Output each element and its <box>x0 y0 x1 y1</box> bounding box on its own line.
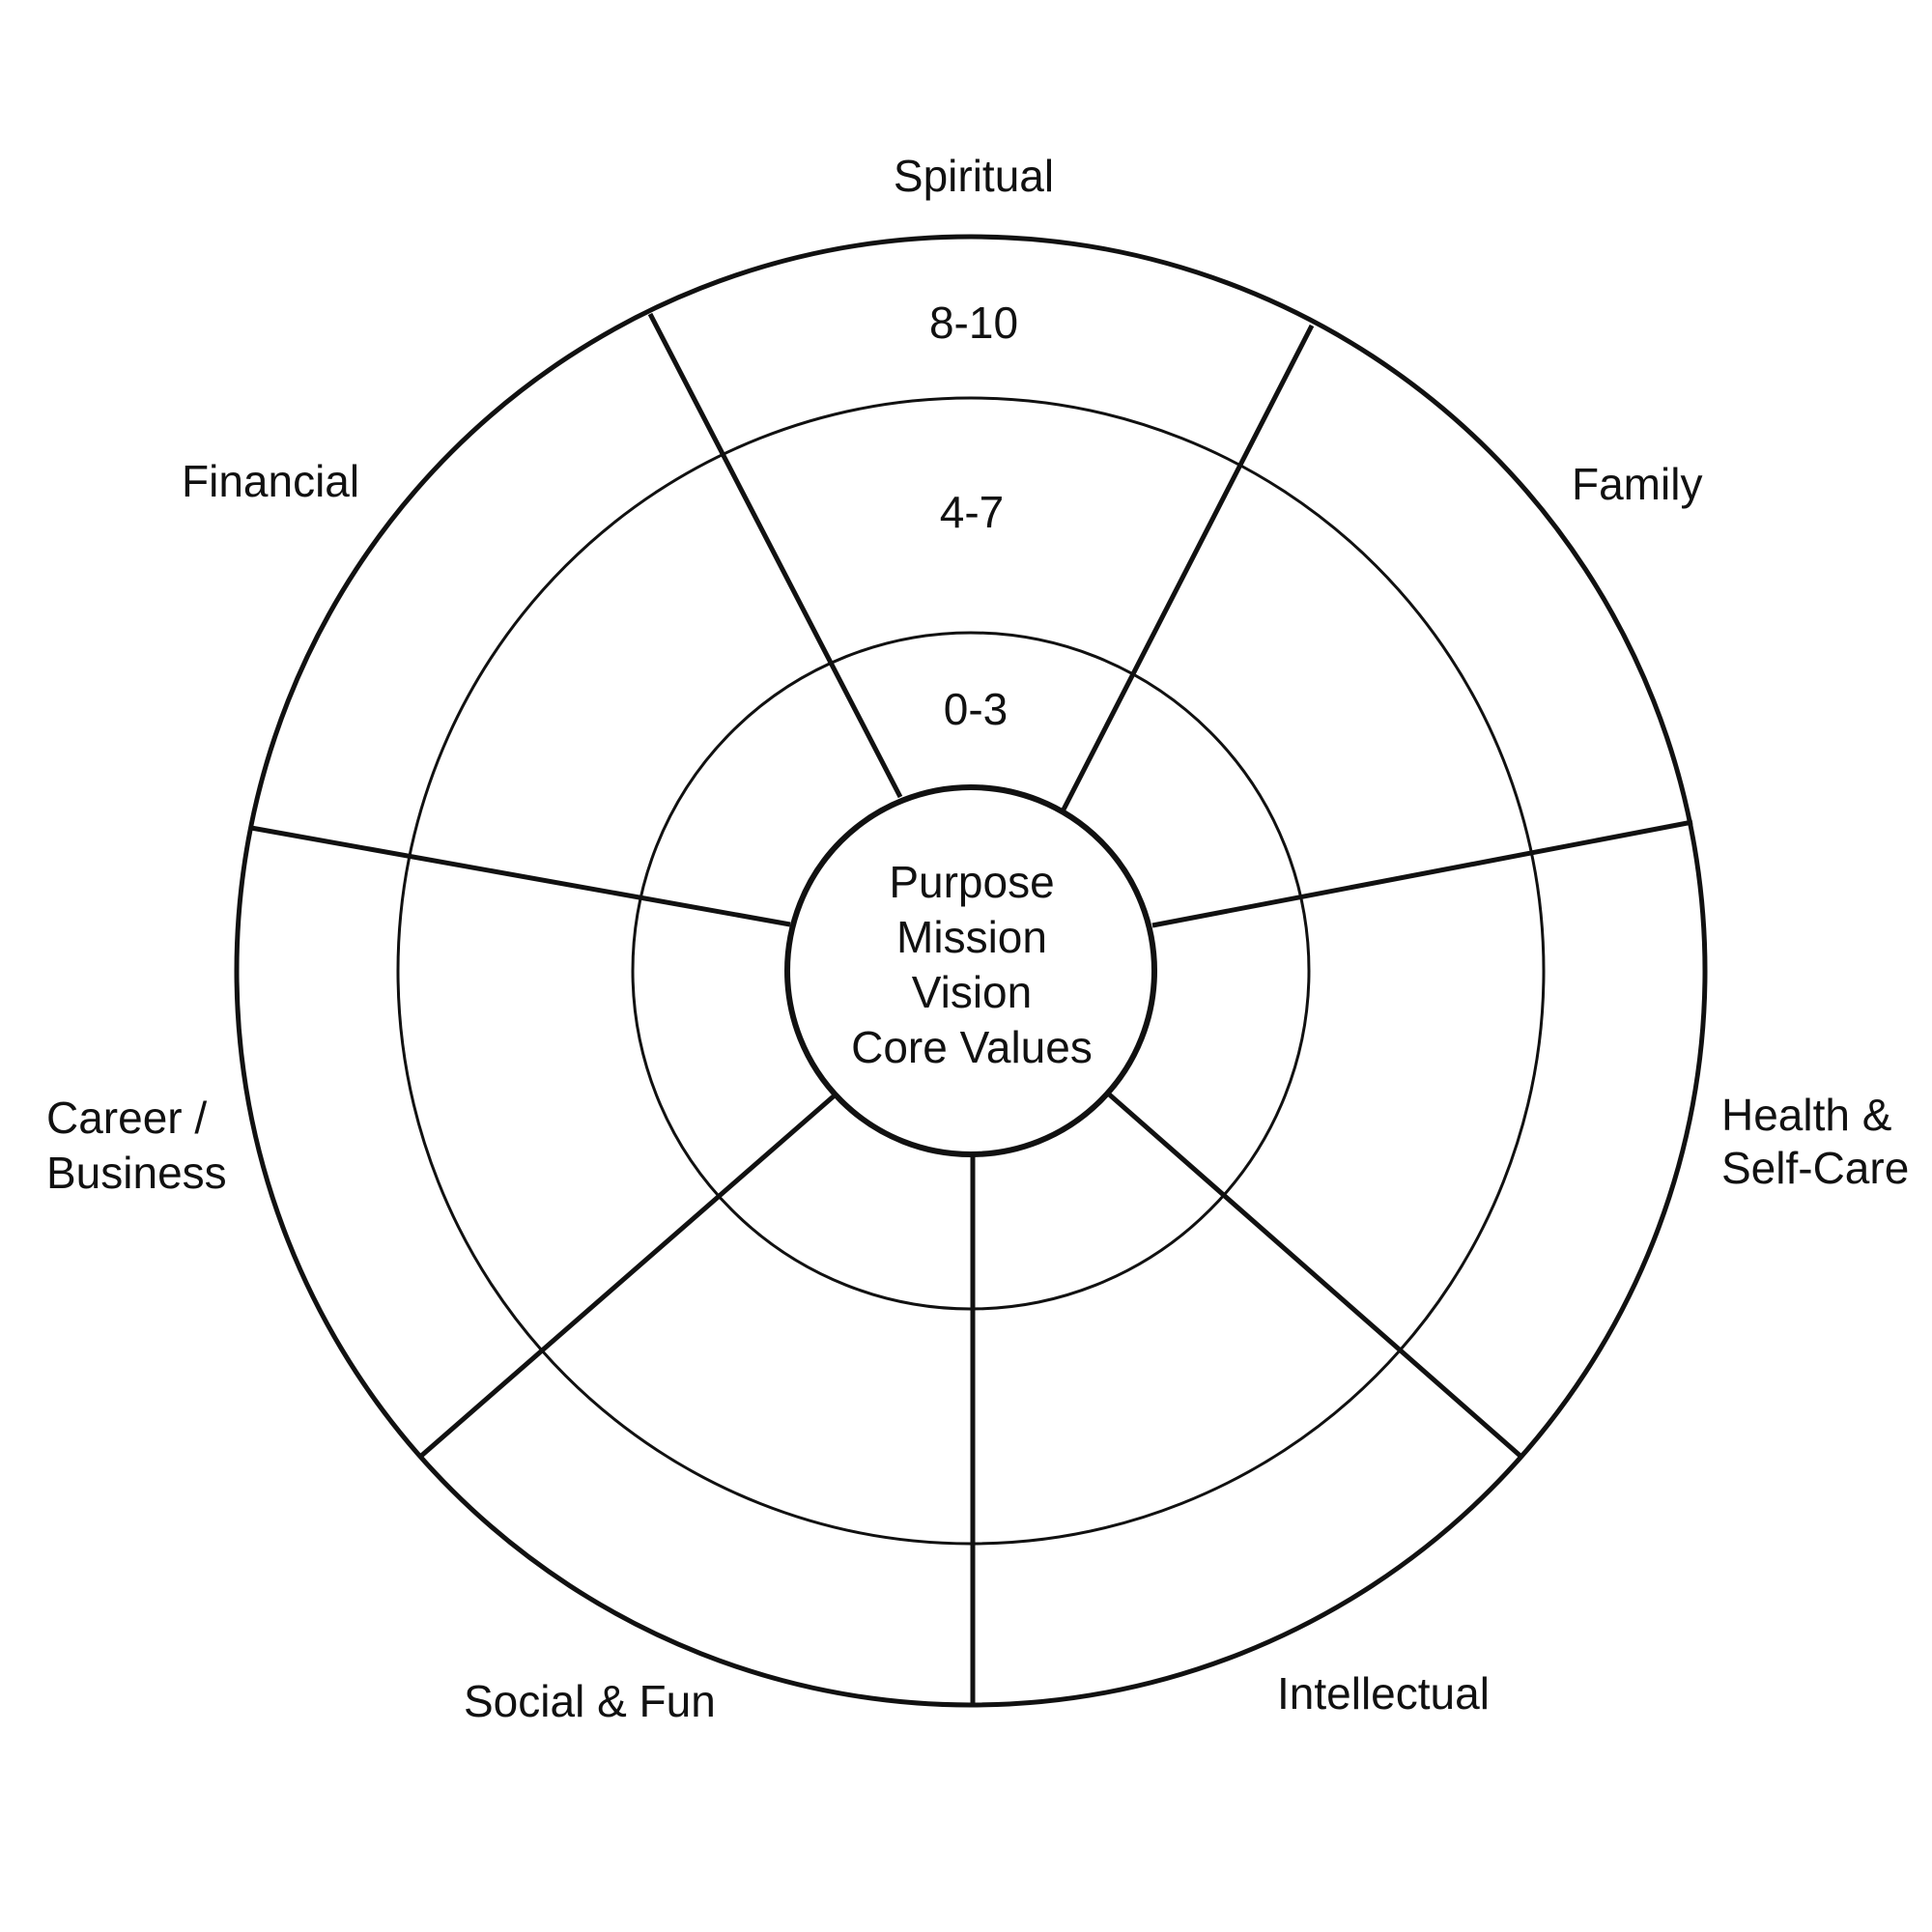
spoke-family-health <box>1151 819 1693 928</box>
spoke-career-financial <box>250 825 791 927</box>
center-core-values: Core Values <box>851 1022 1093 1072</box>
spoke-spiritual-family <box>1061 324 1315 811</box>
category-career-line1: Career / <box>46 1093 207 1143</box>
band-label-0-3: 0-3 <box>944 684 1008 734</box>
band-label-8-10: 8-10 <box>929 298 1018 348</box>
category-spiritual: Spiritual <box>894 151 1054 201</box>
category-financial: Financial <box>182 456 359 506</box>
category-family: Family <box>1572 459 1702 509</box>
spokes <box>250 312 1693 1707</box>
spoke-spiritual-financial <box>647 312 903 799</box>
category-intellectual: Intellectual <box>1277 1668 1490 1719</box>
center-mission: Mission <box>896 912 1047 962</box>
center-purpose: Purpose <box>889 857 1054 907</box>
category-social: Social & Fun <box>464 1676 716 1726</box>
spoke-social-career <box>418 1093 838 1459</box>
center-hub <box>784 784 1157 1157</box>
category-health-line2: Self-Care <box>1721 1143 1909 1193</box>
spoke-health-intellectual <box>1105 1091 1524 1460</box>
category-health-line1: Health & <box>1721 1090 1891 1140</box>
band-label-4-7: 4-7 <box>940 487 1004 537</box>
center-vision: Vision <box>912 967 1032 1017</box>
category-career-line2: Business <box>46 1148 227 1198</box>
